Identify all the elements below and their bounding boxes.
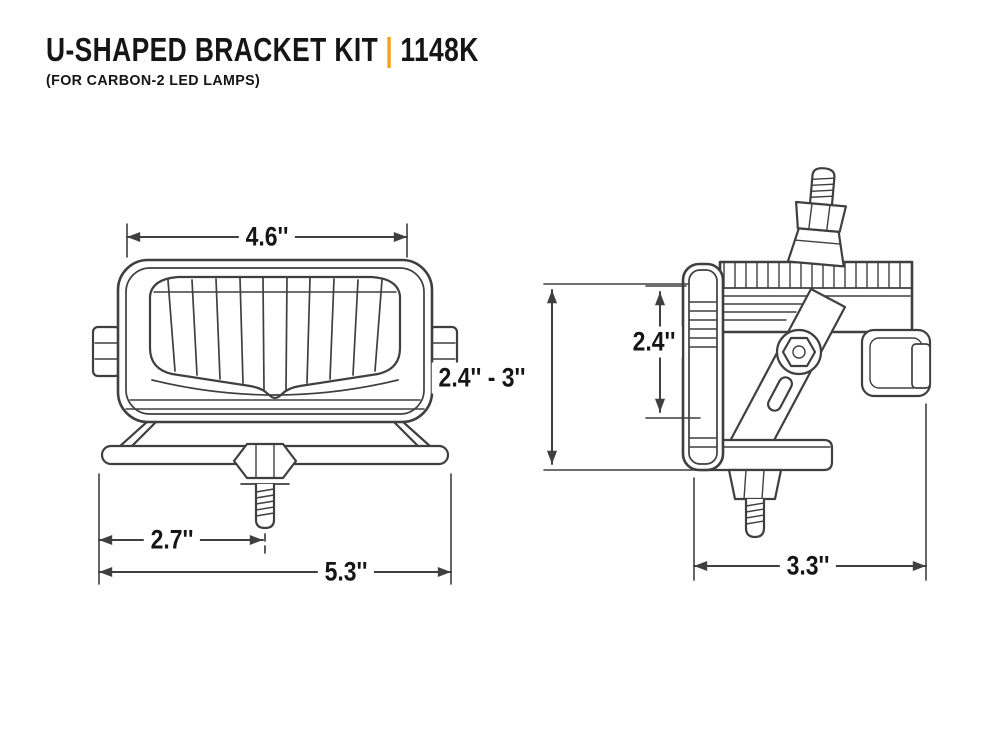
front-stud-threads	[255, 488, 275, 517]
side-top-post-line	[794, 239, 842, 245]
page-subtitle: (FOR CARBON-2 LED LAMPS)	[46, 72, 261, 90]
front-nut-facets	[255, 444, 275, 478]
dim-label-side-height-range: 2.4'' - 3''	[431, 362, 533, 394]
page-title: U-SHAPED BRACKET KIT|1148K	[46, 31, 479, 68]
side-bottom-nut-facets	[743, 469, 765, 500]
side-bottom-nut	[727, 468, 783, 501]
side-pivot-bolt	[781, 336, 817, 368]
front-body-inner-outline	[125, 267, 425, 415]
front-bottom-strip-lines	[125, 399, 425, 410]
front-bracket-arms	[117, 419, 433, 449]
dim-label-side-body-height: 2.4''	[625, 326, 683, 358]
side-top-nut-facets	[808, 202, 831, 232]
dim-front-overall-width	[98, 473, 452, 585]
side-lens-elements	[689, 301, 717, 448]
title-text: U-SHAPED BRACKET KIT	[46, 31, 379, 68]
front-view	[91, 258, 459, 557]
side-bottom-stud-threads	[745, 502, 765, 525]
side-rear-bolt	[911, 343, 931, 389]
front-reflector-fins	[167, 277, 383, 391]
side-pivot-washer	[775, 328, 823, 376]
side-top-stud-threads	[809, 177, 836, 198]
dim-extension-lines	[543, 283, 699, 471]
dim-label-front-inner-width: 4.6''	[238, 221, 296, 253]
front-stud	[254, 482, 276, 530]
front-body-outline	[116, 258, 434, 424]
side-lens-inner	[688, 269, 718, 465]
front-left-mount-tab	[91, 325, 122, 378]
side-bottom-stud	[744, 497, 766, 539]
side-heatsink-fins	[723, 261, 901, 289]
side-top-nut	[795, 200, 848, 234]
front-lens-lower-curve	[151, 379, 399, 396]
front-right-tab-ribs	[431, 342, 456, 360]
dim-label-side-depth: 3.3''	[779, 550, 837, 582]
side-view	[681, 167, 932, 539]
front-nut	[232, 442, 298, 480]
side-adjust-slot	[767, 376, 793, 412]
dim-side-height-range	[543, 283, 699, 471]
side-pivot-center	[792, 345, 806, 359]
side-top-post	[786, 227, 845, 268]
front-reflector-outline	[148, 275, 402, 400]
title-separator: |	[385, 31, 394, 68]
header: U-SHAPED BRACKET KIT|1148K (FOR CARBON-2…	[46, 31, 587, 90]
dim-label-front-overall-width: 5.3''	[317, 556, 375, 588]
side-top-mount	[786, 167, 848, 268]
title-model: 1148K	[400, 31, 479, 68]
dim-extension-lines	[645, 285, 701, 419]
dim-extension-lines	[98, 473, 452, 585]
front-left-tab-ribs	[94, 342, 119, 360]
side-top-stud	[808, 167, 836, 207]
dim-label-front-center-offset: 2.7''	[143, 524, 201, 556]
